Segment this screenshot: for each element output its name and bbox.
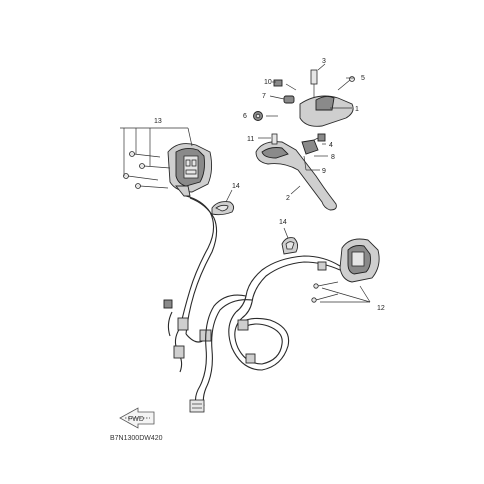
clamp-14-left [211,189,235,216]
callout-13: 13 [154,118,162,125]
part-8 [301,139,319,155]
forward-arrow: FWD [119,407,155,429]
connector-a [177,317,189,331]
left-wire-harness [163,195,218,373]
bottom-connector [189,399,205,413]
callout-3: 3 [322,58,326,65]
clamp-14-right [281,227,299,255]
callout-5: 5 [361,75,365,82]
callout-6: 6 [243,113,247,120]
forward-arrow-label: FWD [128,416,144,423]
part-7 [283,95,295,104]
diagram-code: B7N1300DW420 [110,435,163,442]
screw-13d [135,183,169,189]
part-10 [273,79,283,87]
right-switch-assembly [311,238,380,303]
callout-labels: 1 2 3 4 5 6 7 8 9 10 11 12 13 14 14 [154,58,385,312]
lever-assembly [253,63,355,211]
callout-14-right: 14 [279,219,287,226]
callout-9: 9 [322,168,326,175]
connector-f [245,353,256,364]
connector-e [237,319,249,331]
connector-g [317,261,327,271]
callout-14-left: 14 [232,183,240,190]
screw-13c [123,173,159,181]
clutch-lever [255,141,337,211]
callout-7: 7 [262,93,266,100]
lever-bracket [299,95,354,127]
callout-2: 2 [286,195,290,202]
right-wire-harness [189,255,341,413]
part-11 [271,133,278,145]
screw-13a [129,151,161,158]
callout-1: 1 [355,106,359,113]
left-switch-assembly [120,127,213,197]
part-4 [317,133,326,142]
callout-11: 11 [247,136,254,143]
connector-c [173,345,185,359]
connector-d [163,299,173,309]
callout-8: 8 [331,154,335,161]
callout-10: 10 [264,79,272,86]
screw-13b [139,163,171,169]
callout-12: 12 [377,305,385,312]
callout-4: 4 [329,142,333,149]
